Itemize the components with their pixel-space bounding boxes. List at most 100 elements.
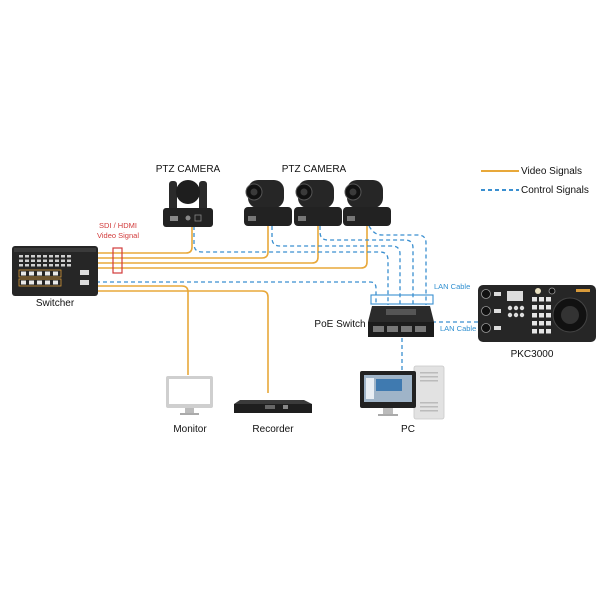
pkc3000-controller[interactable]: PKC3000 <box>478 285 596 360</box>
control-line-switcher <box>96 281 377 305</box>
recorder[interactable]: Recorder <box>234 400 312 435</box>
controller-knob <box>481 306 491 316</box>
monitor-screen <box>169 379 210 404</box>
video-line-ptz4 <box>96 226 368 269</box>
ptz-camera-single-port-3 <box>194 214 202 222</box>
controller-screen <box>507 291 523 301</box>
controller-keypad-key <box>546 313 551 318</box>
controller-joystick <box>561 306 579 324</box>
ptz-camera-single-lens <box>176 180 200 204</box>
switcher-key <box>67 255 71 258</box>
switcher-key <box>53 271 58 276</box>
pc[interactable]: PC <box>360 365 445 435</box>
lan-cable-marker <box>370 294 434 305</box>
sdi-hdmi-label-line2: Video Signal <box>97 231 139 240</box>
switcher-top-edge <box>14 248 96 252</box>
controller-button <box>519 305 525 311</box>
sdi-hdmi-marker <box>112 247 123 274</box>
switcher-key <box>67 264 71 267</box>
switcher-key <box>55 259 59 262</box>
switcher-key <box>19 255 23 258</box>
pc-label: PC <box>401 424 415 435</box>
camera-base-port <box>347 216 355 221</box>
poe-switch-label: PoE Switch <box>314 319 365 330</box>
camera-lens-glass <box>349 188 357 196</box>
controller-keypad-key <box>539 329 544 334</box>
ptz-camera-single-arm-left <box>169 181 177 211</box>
monitor-label: Monitor <box>173 424 207 435</box>
controller-logo <box>576 289 590 292</box>
controller-keypad-key <box>546 321 551 326</box>
switcher-key <box>21 271 26 276</box>
switcher-key <box>37 264 41 267</box>
monitor-stand <box>185 408 194 413</box>
switcher-key <box>25 255 29 258</box>
video-line-ptz2 <box>96 226 269 259</box>
switcher-key <box>61 259 65 262</box>
controller-button <box>507 312 513 318</box>
ptz-camera-3[interactable] <box>294 180 342 226</box>
switcher-key <box>45 271 50 276</box>
switcher-key <box>29 271 34 276</box>
legend-video-label: Video Signals <box>521 166 582 177</box>
video-line-monitor <box>96 285 189 375</box>
controller-keypad-key <box>546 297 551 302</box>
switcher-key <box>21 280 26 285</box>
poe-switch-port-1 <box>373 326 384 332</box>
controller-keypad-key <box>539 297 544 302</box>
monitor[interactable]: Monitor <box>166 376 213 435</box>
ptz-camera-4[interactable] <box>343 180 391 226</box>
control-line-ptz4 <box>368 225 427 305</box>
switcher-key <box>37 271 42 276</box>
lan-cable-label-right: LAN Cable <box>440 324 476 333</box>
switcher-key <box>37 259 41 262</box>
camera-base <box>294 207 342 226</box>
switcher-key <box>61 264 65 267</box>
ptz-camera-single[interactable]: PTZ CAMERA <box>156 164 221 227</box>
control-lines <box>96 225 478 372</box>
ptz-camera-group-label: PTZ CAMERA <box>282 164 347 175</box>
switcher-key <box>61 255 65 258</box>
switcher-key <box>29 280 34 285</box>
controller-button <box>513 312 519 318</box>
switcher-key <box>25 259 29 262</box>
switcher-key <box>31 259 35 262</box>
controller-label: PKC3000 <box>511 349 554 360</box>
control-line-ptz1 <box>193 226 389 305</box>
pc-monitor-panel <box>366 378 374 399</box>
controller-keypad-key <box>532 305 537 310</box>
poe-switch[interactable]: PoE Switch <box>314 306 434 337</box>
ptz-camera-2[interactable] <box>244 180 292 226</box>
controller-keypad-key <box>532 297 537 302</box>
ptz-camera-group <box>244 180 391 226</box>
switcher-orange-bar-1 <box>18 269 62 278</box>
switcher-orange-bar-2 <box>18 278 62 287</box>
controller-button <box>519 312 525 318</box>
switcher-key <box>43 259 47 262</box>
recorder-port-2 <box>283 405 288 409</box>
controller-keypad-key <box>546 305 551 310</box>
control-line-ptz3 <box>319 226 414 305</box>
video-line-ptz1 <box>96 226 193 254</box>
switcher-keys <box>19 255 89 285</box>
legend: Video Signals Control Signals <box>481 166 589 196</box>
switcher-key <box>55 264 59 267</box>
switcher-key <box>49 264 53 267</box>
video-line-recorder <box>96 290 269 393</box>
controller-keypad-key <box>539 305 544 310</box>
switcher-key <box>53 280 58 285</box>
switcher-key <box>31 255 35 258</box>
camera-lens-glass <box>300 188 308 196</box>
controller-button <box>494 309 501 313</box>
switcher-key <box>37 280 42 285</box>
ptz-camera-single-label: PTZ CAMERA <box>156 164 221 175</box>
switcher-label: Switcher <box>36 298 75 309</box>
switcher[interactable]: Switcher <box>12 246 98 309</box>
poe-switch-port-4 <box>415 326 426 332</box>
switcher-key <box>49 259 53 262</box>
pc-monitor-stand <box>383 408 393 414</box>
pc-monitor-app-window <box>376 379 402 391</box>
controller-button <box>494 326 501 330</box>
controller-keypad-key <box>532 313 537 318</box>
